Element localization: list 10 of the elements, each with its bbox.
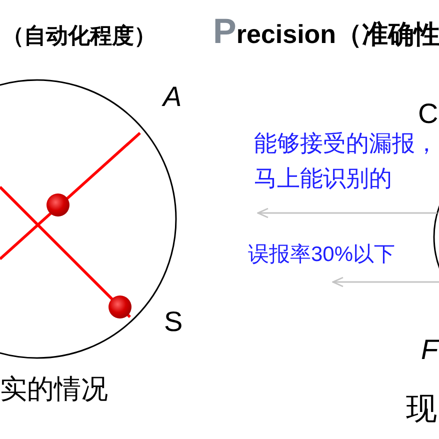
edge-label: 误报率30%以下 [248,244,396,265]
arrow [332,276,439,288]
arrow [257,208,438,218]
point-label: S [164,308,183,336]
caption-text: 实的情况 [0,376,108,403]
heading: （自动化程度） [2,25,156,47]
edge-label: 能够接受的漏报，马上能识别的 [254,129,439,193]
point-label: A [163,83,182,111]
caption-text: 现 [406,393,437,424]
point-label: C [418,100,438,128]
